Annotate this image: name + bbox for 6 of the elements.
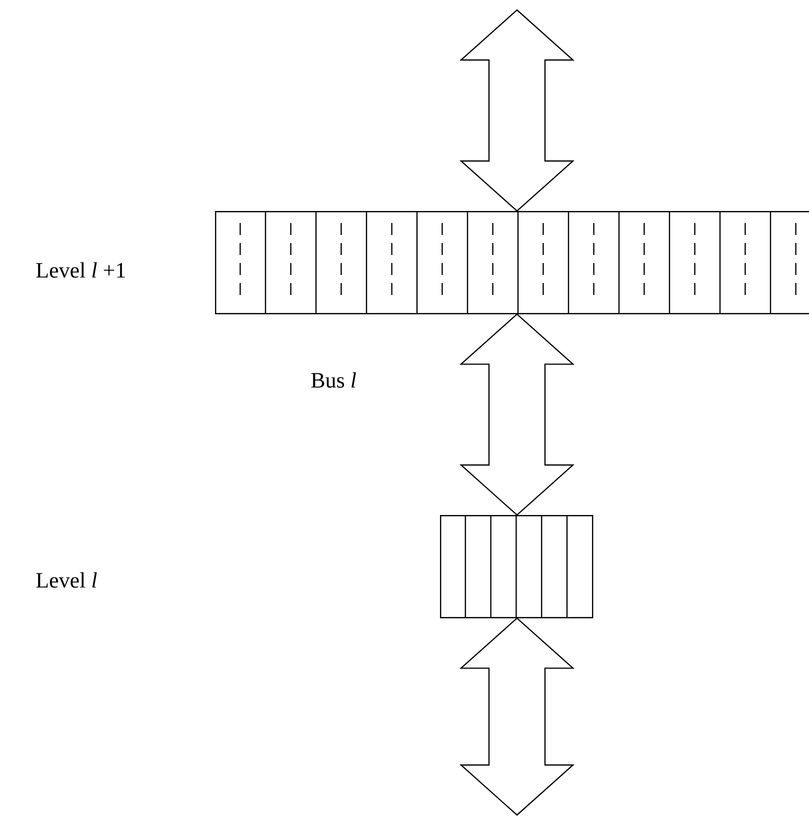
- level-label: Bus l: [311, 372, 356, 388]
- register-box: [440, 515, 594, 618]
- register-box: [215, 211, 809, 314]
- double-arrow: [459, 9, 575, 212]
- level-label: Level l: [36, 572, 97, 588]
- level-label: Level l +1: [36, 262, 125, 278]
